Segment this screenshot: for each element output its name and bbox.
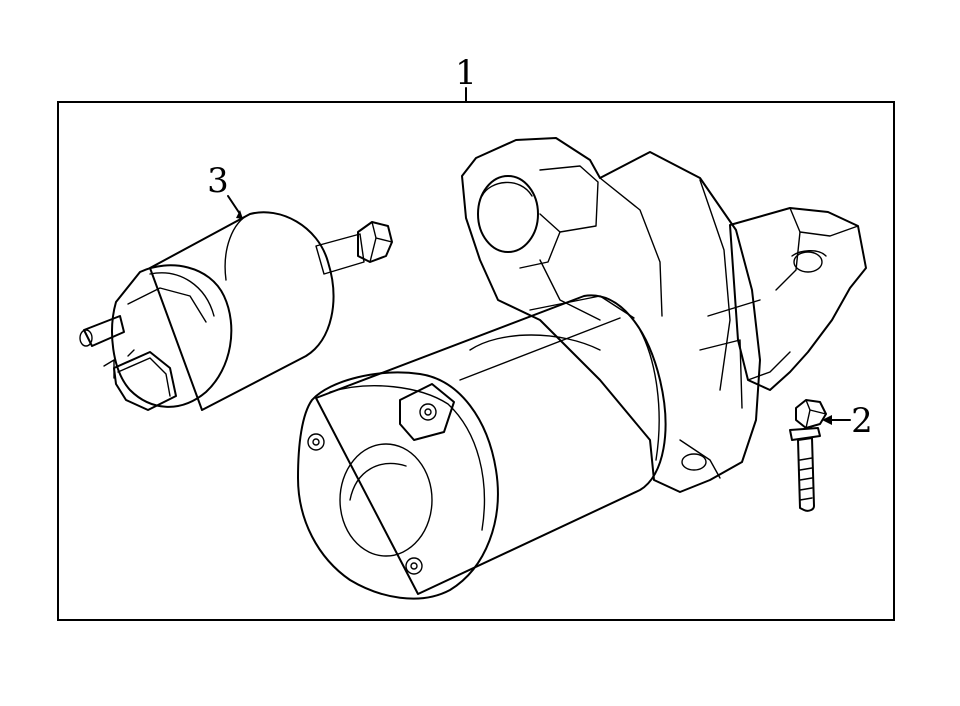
- callout-2: 2: [851, 401, 873, 441]
- solenoid-connector: [103, 349, 177, 411]
- end-cap: [297, 371, 499, 600]
- solenoid-terminal-stud: [315, 221, 393, 275]
- callout-2-leader: [822, 415, 851, 425]
- pinion-housing: [729, 207, 867, 391]
- solenoid: [79, 211, 393, 411]
- drive-housing: [461, 137, 761, 493]
- motor-body: [315, 294, 667, 595]
- assembly-frame: [57, 101, 895, 621]
- starter-motor: [297, 137, 867, 600]
- callout-1: 1: [455, 53, 477, 93]
- callout-3: 3: [207, 161, 229, 201]
- callout-3-leader: [227, 195, 243, 219]
- mounting-bolt: [789, 399, 827, 512]
